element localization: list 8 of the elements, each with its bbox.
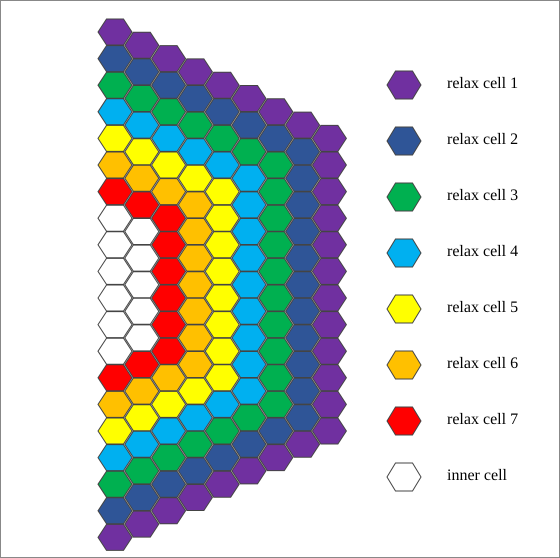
legend-label: inner cell (447, 467, 507, 485)
legend-label: relax cell 1 (447, 75, 518, 93)
legend-label: relax cell 6 (447, 355, 518, 373)
legend-label: relax cell 5 (447, 299, 518, 317)
legend-label: relax cell 7 (447, 411, 518, 429)
legend-label: relax cell 4 (447, 243, 518, 261)
legend-label: relax cell 2 (447, 131, 518, 149)
legend-label: relax cell 3 (447, 187, 518, 205)
